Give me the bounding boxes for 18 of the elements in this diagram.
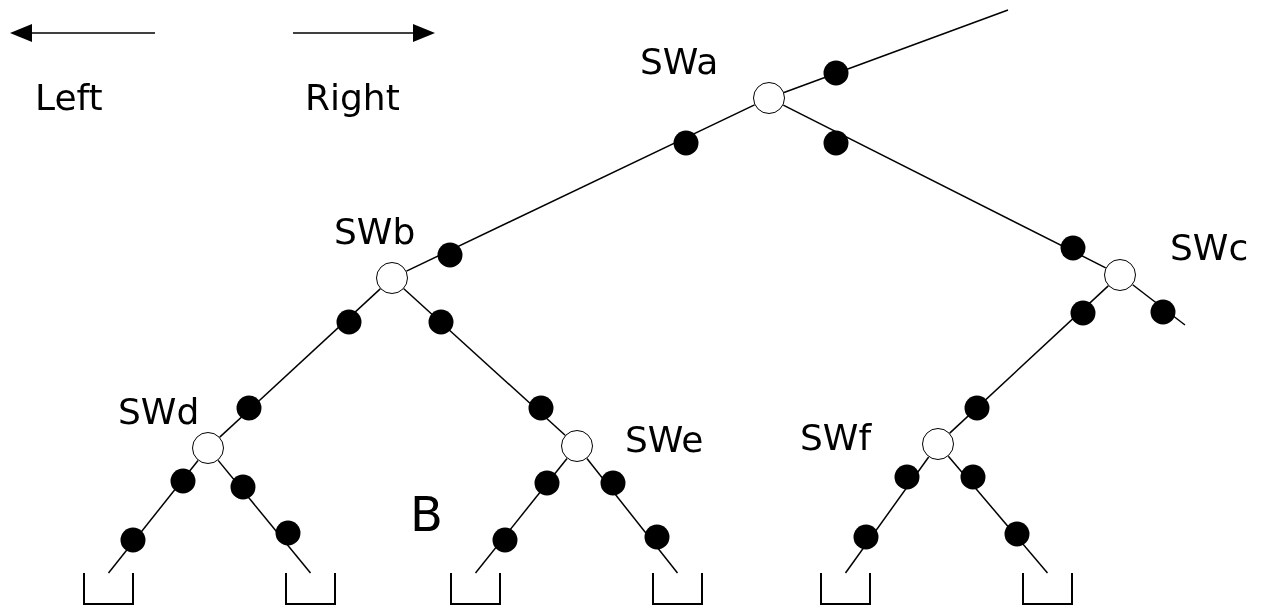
switch-label: SWd bbox=[118, 392, 200, 432]
direction-label: Right bbox=[305, 78, 400, 118]
direction-label: Left bbox=[35, 78, 103, 118]
open-bin bbox=[83, 573, 134, 605]
switch-label: SWa bbox=[640, 42, 719, 82]
link-line bbox=[782, 104, 1107, 269]
link-line bbox=[405, 104, 756, 272]
switch-label: SWe bbox=[625, 420, 704, 460]
open-bin bbox=[652, 573, 703, 605]
open-bin bbox=[285, 573, 336, 605]
switch-label: SWc bbox=[1170, 228, 1249, 268]
region-label: B bbox=[410, 488, 443, 540]
link-line bbox=[783, 9, 1009, 94]
open-bin bbox=[1022, 573, 1073, 605]
open-bin bbox=[820, 573, 871, 605]
switch-label: SWb bbox=[334, 212, 416, 252]
switch-label: SWf bbox=[800, 418, 872, 458]
open-bin bbox=[450, 573, 501, 605]
